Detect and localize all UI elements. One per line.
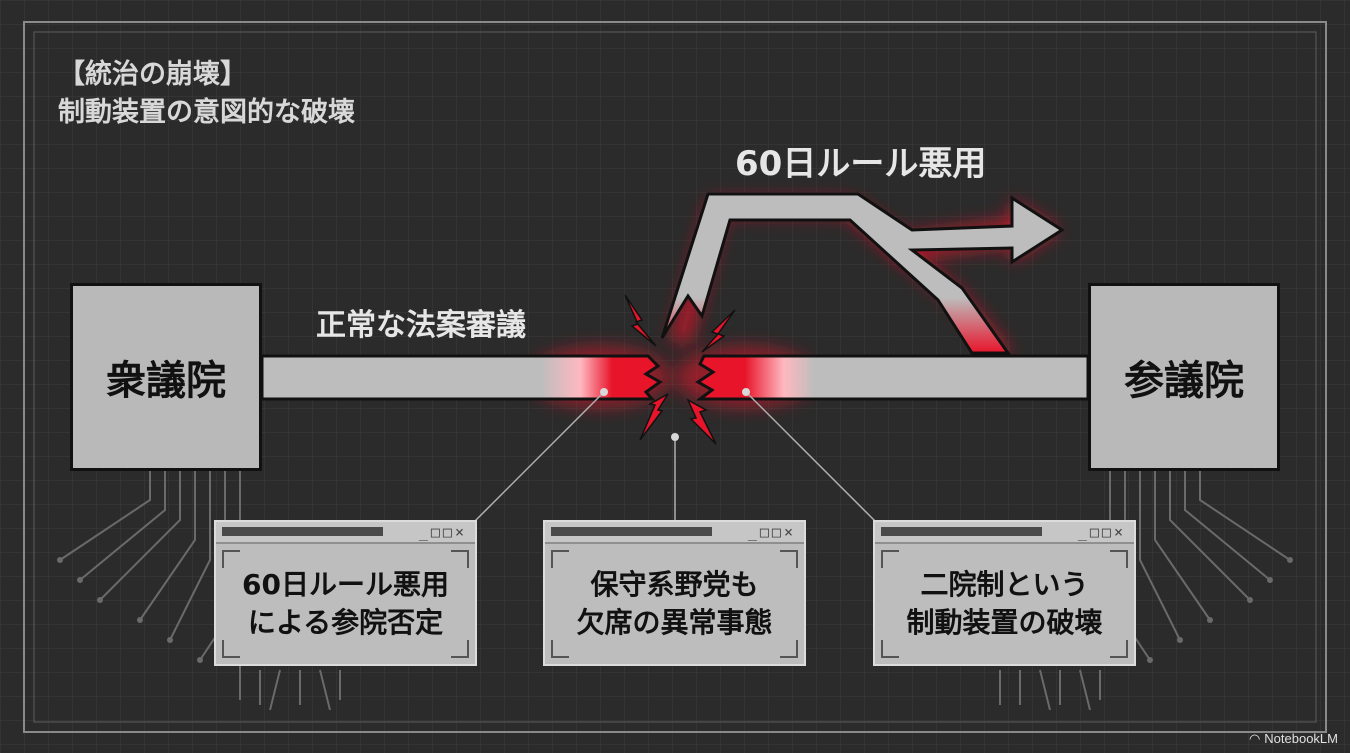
callout-window-3-text: 二院制という 制動装置の破壊 <box>875 544 1134 664</box>
window-controls-icon: _□□× <box>418 523 467 541</box>
circuit-nodes-right <box>1147 557 1293 663</box>
window-controls-icon: _□□× <box>747 523 796 541</box>
callout-1-line2: による参院否定 <box>247 606 444 639</box>
callout-window-1-text: 60日ルール悪用 による参院否定 <box>216 544 475 664</box>
normal-flow-bar-left <box>260 354 663 401</box>
abuse-flow-label: 60日ルール悪用 <box>735 144 987 184</box>
callout-window-2-text: 保守系野党も 欠席の異常事態 <box>545 544 804 664</box>
callout-3-line1: 二院制という <box>920 568 1089 601</box>
house-of-councillors-label: 参議院 <box>1124 358 1244 404</box>
callout-3-line2: 制動装置の破壊 <box>906 606 1103 639</box>
callout-anchors <box>600 388 750 441</box>
callout-window-2: _□□× 保守系野党も 欠席の異常事態 <box>543 520 806 666</box>
slide-title-line2: 制動装置の意図的な破壊 <box>58 97 355 128</box>
brand-name: NotebookLM <box>1264 731 1338 746</box>
callout-window-3: _□□× 二院制という 制動装置の破壊 <box>873 520 1136 666</box>
window-controls-icon: _□□× <box>1077 523 1126 541</box>
outer-frame <box>23 21 1327 733</box>
circuit-traces-left <box>59 471 341 711</box>
callout-window-3-titlebar: _□□× <box>875 522 1134 544</box>
callout-window-1: _□□× 60日ルール悪用 による参院否定 <box>214 520 477 666</box>
brand-watermark: ◠NotebookLM <box>1249 731 1338 747</box>
house-of-representatives-label: 衆議院 <box>106 358 226 404</box>
circuit-nodes-left <box>57 557 203 663</box>
callout-2-line2: 欠席の異常事態 <box>576 606 773 639</box>
callout-2-line1: 保守系野党も <box>590 568 759 601</box>
break-sparks <box>624 294 736 445</box>
detour-arrow <box>660 192 1065 355</box>
inner-frame <box>33 31 1317 723</box>
normal-flow-label: 正常な法案審議 <box>316 308 526 343</box>
house-of-councillors-box: 参議院 <box>1088 283 1280 471</box>
callout-leader-lines <box>473 391 877 523</box>
notebooklm-logo-icon: ◠ <box>1248 731 1261 746</box>
slide-title-line1: 【統治の崩壊】 <box>58 59 247 90</box>
house-of-representatives-box: 衆議院 <box>70 283 262 471</box>
callout-window-1-titlebar: _□□× <box>216 522 475 544</box>
slide-title: 【統治の崩壊】 制動装置の意図的な破壊 <box>58 56 355 132</box>
callout-window-2-titlebar: _□□× <box>545 522 804 544</box>
normal-flow-bar-right <box>695 354 1090 401</box>
callout-1-line1: 60日ルール悪用 <box>242 568 449 601</box>
